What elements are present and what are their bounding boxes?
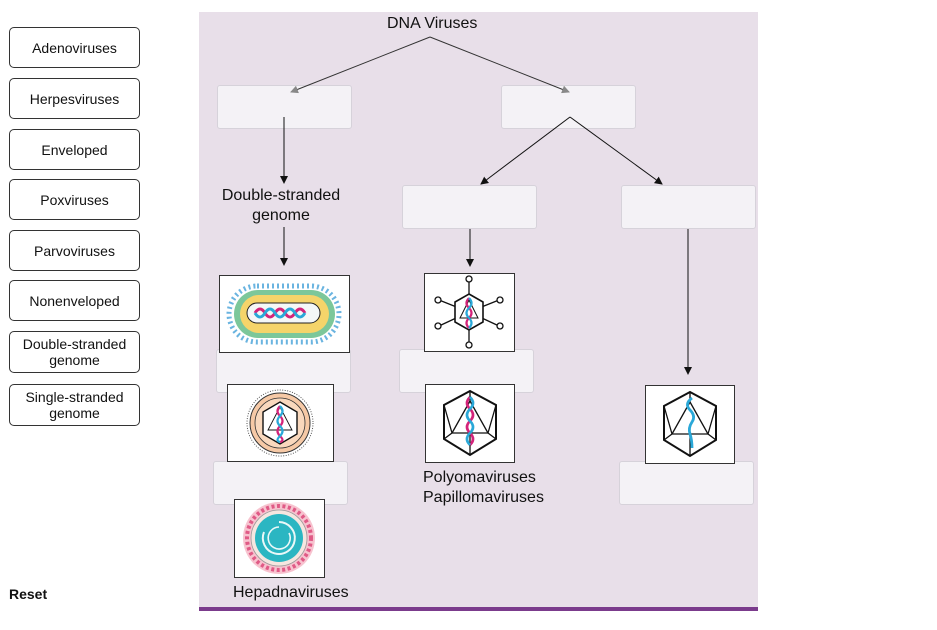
poxvirus-image bbox=[219, 275, 350, 353]
chip-nonenveloped[interactable]: Nonenveloped bbox=[9, 280, 140, 321]
chip-adenoviruses[interactable]: Adenoviruses bbox=[9, 27, 140, 68]
hepadnavirus-icon bbox=[243, 502, 315, 574]
chip-poxviruses[interactable]: Poxviruses bbox=[9, 179, 140, 220]
diagram-title: DNA Viruses bbox=[387, 15, 478, 32]
parvovirus-icon bbox=[663, 390, 717, 458]
polyomavirus-image bbox=[425, 384, 515, 463]
chip-parvoviruses[interactable]: Parvoviruses bbox=[9, 230, 140, 271]
adenovirus-icon bbox=[434, 275, 504, 349]
hepadnavirus-image bbox=[234, 499, 325, 578]
herpesvirus-image bbox=[227, 384, 334, 462]
adenovirus-image bbox=[424, 273, 515, 352]
papillomaviruses-label: Papillomaviruses bbox=[423, 489, 544, 506]
chip-single-stranded-genome[interactable]: Single-stranded genome bbox=[9, 384, 140, 426]
drop-zone-right-branch[interactable] bbox=[621, 185, 756, 229]
reset-button[interactable]: Reset bbox=[9, 586, 48, 602]
drop-zone-middle-branch[interactable] bbox=[402, 185, 537, 229]
double-stranded-genome-label: Double-stranded genome bbox=[221, 187, 341, 224]
polyomaviruses-label: Polyomaviruses bbox=[423, 469, 536, 486]
polyomavirus-icon bbox=[443, 389, 497, 457]
panel-bottom-bar bbox=[199, 607, 758, 611]
parvovirus-image bbox=[645, 385, 735, 464]
hepadnaviruses-label: Hepadnaviruses bbox=[233, 584, 349, 601]
chip-double-stranded-genome[interactable]: Double-stranded genome bbox=[9, 331, 140, 373]
chip-herpesviruses[interactable]: Herpesviruses bbox=[9, 78, 140, 119]
herpesvirus-icon bbox=[246, 389, 314, 457]
chip-enveloped[interactable]: Enveloped bbox=[9, 129, 140, 170]
drop-zone-herpesvirus-name[interactable] bbox=[213, 461, 348, 505]
poxvirus-icon bbox=[226, 283, 342, 345]
